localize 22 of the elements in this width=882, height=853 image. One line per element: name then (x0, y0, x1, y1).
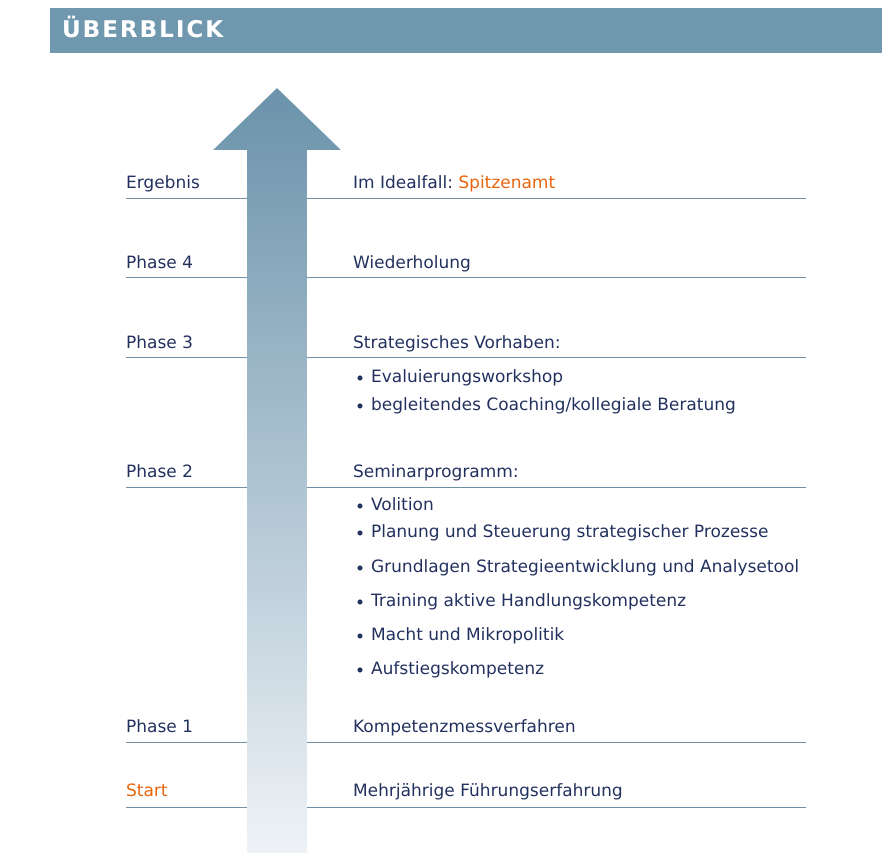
bullet-item: Training aktive Handlungskompetenz (371, 590, 686, 612)
bullet-item: Aufstiegskompetenz (371, 658, 544, 680)
phase-label: Start (126, 780, 168, 802)
phase-label: Ergebnis (126, 172, 200, 194)
highlight-text: Spitzenamt (458, 173, 556, 193)
phase-label: Phase 1 (126, 716, 193, 738)
bullet-item: Planung und Steuerung strategischer Prozesse (371, 521, 768, 543)
phase-label: Phase 4 (126, 252, 193, 274)
phase-heading: Strategisches Vorhaben: (353, 333, 561, 353)
phase-label: Phase 3 (126, 332, 193, 354)
phase-label: Phase 2 (126, 461, 193, 483)
phase-heading: Seminarprogramm: (353, 462, 519, 482)
phase-heading: Wiederholung (353, 253, 471, 273)
bullet-item: begleitendes Coaching/kollegiale Beratung (371, 394, 736, 416)
title-bar: ÜBERBLICK (50, 8, 882, 53)
bullet-item: Volition (371, 494, 434, 516)
bullet-item: Evaluierungsworkshop (371, 366, 564, 388)
phase-heading: Im Idealfall: (353, 173, 453, 193)
phase-heading: Kompetenzmessverfahren (353, 717, 576, 737)
phase-heading: Mehrjährige Führungserfahrung (353, 781, 623, 801)
bullet-item: Grundlagen Strategieentwicklung und Analysetool (371, 556, 800, 578)
bullet-item: Macht und Mikropolitik (371, 624, 564, 646)
